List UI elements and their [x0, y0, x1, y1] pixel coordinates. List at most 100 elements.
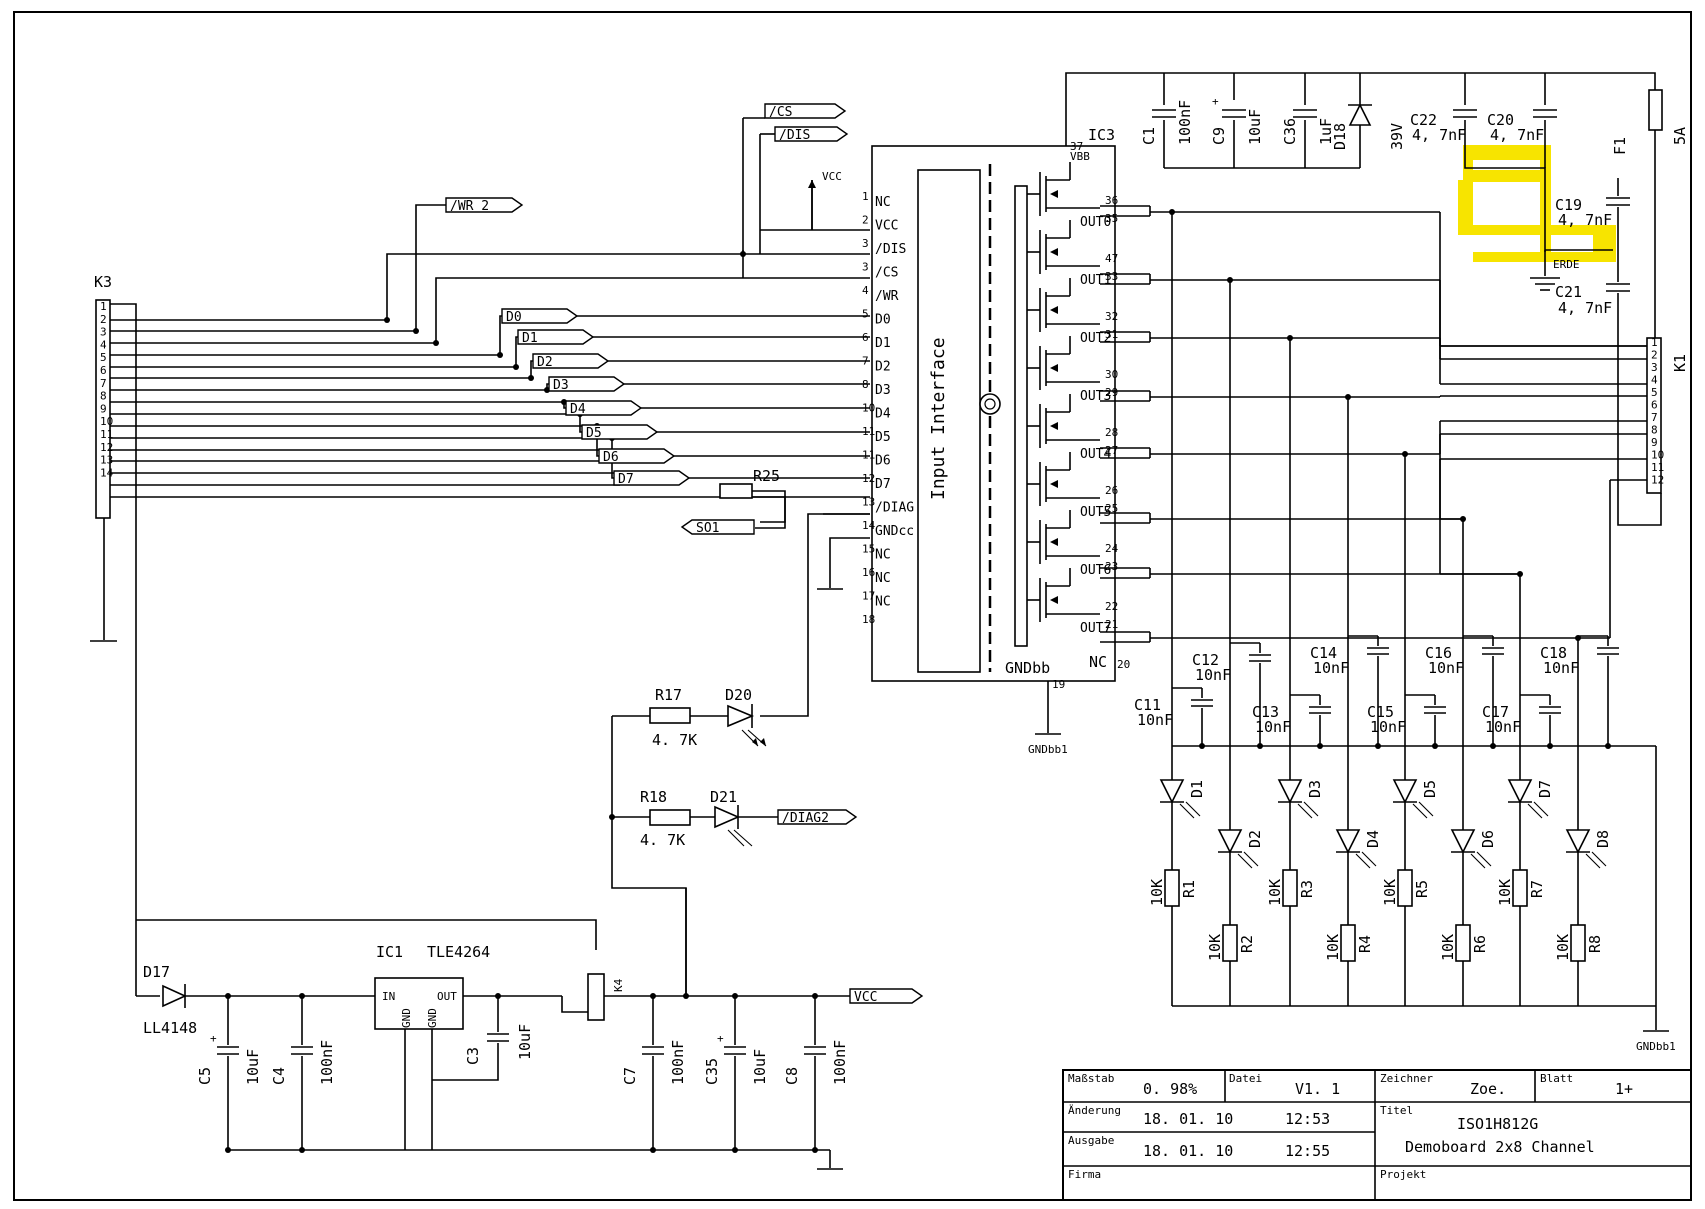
ic3-pin-/DIS: /DIS [875, 242, 906, 257]
net-flag-cs-label: /CS [769, 105, 792, 120]
k1-pin-7: 7 [1651, 411, 1658, 424]
k3-pin-11: 11 [100, 428, 113, 441]
capacitor-c1-value: 100nF [1176, 100, 1194, 145]
ic3-block-label: Input Interface [928, 337, 949, 500]
k1-pin-1: 1 [1651, 336, 1658, 349]
cap-value: 10nF [1195, 666, 1231, 684]
resistor-value: 10K [1324, 934, 1342, 961]
led-d4: D4 [1335, 780, 1382, 869]
sheet-border [13, 11, 1692, 1201]
capacitor-c35-ref: C35 [703, 1058, 721, 1085]
svg-text:4, 7nF: 4, 7nF [1558, 299, 1612, 317]
resistor-ref: R3 [1298, 880, 1316, 898]
svg-text:VBB: VBB [1070, 150, 1090, 163]
svg-text:Blatt: Blatt [1540, 1072, 1573, 1085]
k1-pin-10: 10 [1651, 449, 1664, 462]
ic3-pin-D4: D4 [875, 407, 891, 422]
svg-text:GNDbb1: GNDbb1 [1028, 743, 1068, 756]
led-d7: D7 [1507, 779, 1554, 819]
svg-text:12:53: 12:53 [1285, 1110, 1330, 1128]
svg-text:Zeichner: Zeichner [1380, 1072, 1433, 1085]
ic3-pin-num: 3 [862, 237, 869, 250]
output-net-2 [1100, 331, 1647, 780]
svg-text:20: 20 [1117, 658, 1130, 671]
net-flag-d5-label: D5 [586, 426, 602, 441]
capacitor-c5-ref: C5 [196, 1067, 214, 1085]
cap-ref: C15 [1367, 703, 1394, 721]
svg-text:35: 35 [1105, 212, 1118, 225]
output-net-1 [1100, 273, 1647, 780]
ic3-pin-num: 1 [862, 190, 869, 203]
cap-ref: C13 [1252, 703, 1279, 721]
k1-pin-4: 4 [1651, 374, 1658, 387]
k1-pin-6: 6 [1651, 399, 1658, 412]
capacitor-c36: C36 1uF [1281, 109, 1335, 145]
ic3-pin-num: 11 [862, 425, 875, 438]
svg-text:18. 01. 10: 18. 01. 10 [1143, 1142, 1233, 1160]
svg-text:Zoe.: Zoe. [1470, 1080, 1506, 1098]
ic3-pin-NC: NC [875, 195, 891, 210]
led-d2: D2 [1217, 780, 1264, 869]
svg-text:GND: GND [426, 1008, 439, 1028]
svg-text:D21: D21 [710, 788, 737, 806]
svg-text:39V: 39V [1388, 123, 1406, 150]
net-vcc-label: VCC [822, 170, 842, 183]
resistor-value: 10K [1554, 934, 1572, 961]
ic3-pin-num: 18 [862, 613, 875, 626]
svg-text:27: 27 [1105, 444, 1118, 457]
erde-label: ERDE [1553, 258, 1580, 271]
k1-pin-11: 11 [1651, 461, 1664, 474]
capacitor-c7-ref: C7 [621, 1067, 639, 1085]
ic3-pin-num: 8 [862, 378, 869, 391]
capacitor-c36-value: 1uF [1317, 118, 1335, 145]
svg-text:+: + [210, 1032, 217, 1045]
svg-text:IC1: IC1 [376, 943, 403, 961]
capacitor-c8-ref: C8 [783, 1067, 801, 1085]
svg-text:C20: C20 [1487, 111, 1514, 129]
led-label: D1 [1188, 780, 1206, 798]
svg-text:C19: C19 [1555, 196, 1582, 214]
capacitor-c21: C21 4, 7nF [1555, 250, 1630, 340]
net-flag-diag2-label: /DIAG2 [782, 811, 829, 826]
svg-text:32: 32 [1105, 310, 1118, 323]
svg-text:31: 31 [1105, 328, 1118, 341]
svg-text:Firma: Firma [1068, 1168, 1101, 1181]
led-d3: D3 [1277, 779, 1324, 819]
svg-text:18. 01. 10: 18. 01. 10 [1143, 1110, 1233, 1128]
svg-text:F1: F1 [1611, 137, 1629, 155]
cap-value: 10nF [1313, 659, 1349, 677]
net-flag-d4-label: D4 [570, 402, 586, 417]
svg-text:R25: R25 [753, 467, 780, 485]
svg-text:TLE4264: TLE4264 [427, 943, 490, 961]
ic3-pin-/WR: /WR [875, 289, 899, 304]
ic3-pin-D2: D2 [875, 360, 891, 375]
svg-text:+: + [1212, 95, 1219, 108]
k3-pin-1: 1 [100, 300, 107, 313]
led-label: D4 [1364, 830, 1382, 848]
net-flag-vcc-out-label: VCC [854, 990, 877, 1005]
output-net-3 [1100, 390, 1647, 780]
resistor-ref: R7 [1528, 880, 1546, 898]
ic3-chip: IC3 Input Interface NC1VCC2/DIS3/CS3/WR4… [862, 126, 1130, 756]
capacitor-c36-ref: C36 [1281, 118, 1299, 145]
ic3-pin-NC: NC [875, 595, 891, 610]
svg-text:Maßstab: Maßstab [1068, 1072, 1114, 1085]
svg-text:21: 21 [1105, 618, 1118, 631]
gndcc-ground [817, 537, 870, 590]
net-flag-d3-label: D3 [553, 378, 569, 393]
cap-value: 10nF [1370, 718, 1406, 736]
ic3-pin-D0: D0 [875, 313, 891, 328]
ic3-pin-NC: NC [875, 548, 891, 563]
k3-pin-3: 3 [100, 326, 107, 339]
